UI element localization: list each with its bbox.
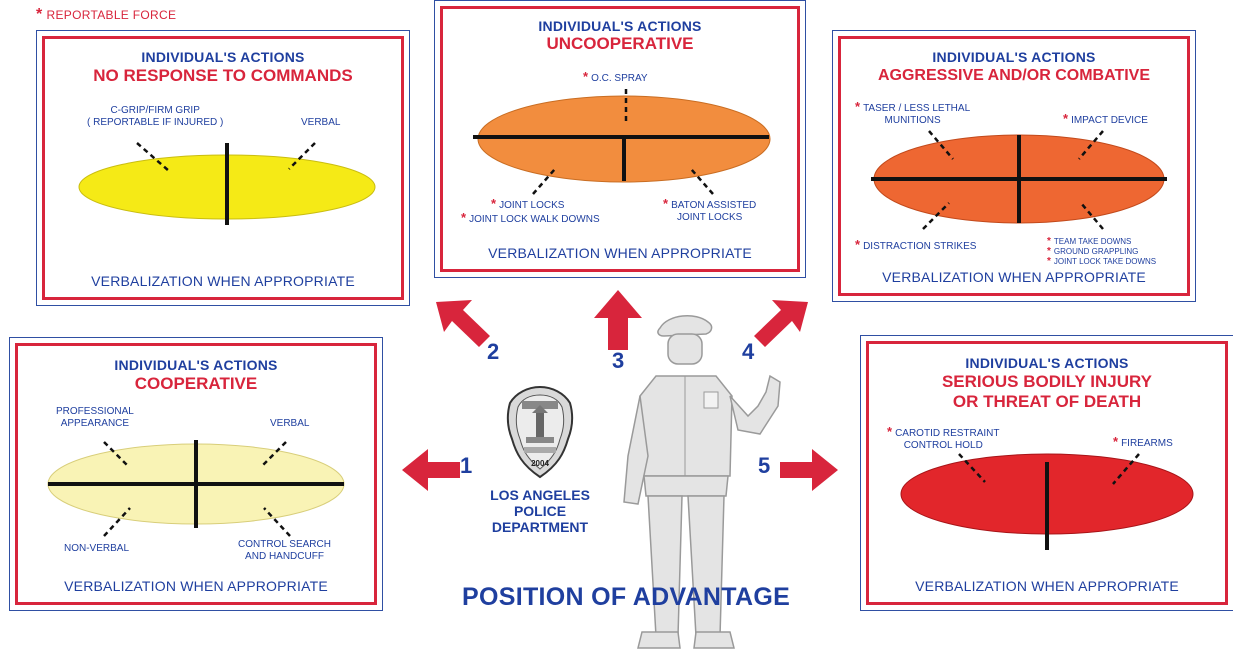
label-text: GROUND GRAPPLING	[1054, 247, 1138, 256]
reportable-force-legend: * REPORTABLE FORCE	[36, 8, 176, 22]
reportable-asterisk-icon: *	[1113, 434, 1118, 449]
force-options-ellipse	[45, 39, 407, 303]
label-non-verbal: NON-VERBAL	[64, 543, 129, 555]
force-options-ellipse	[443, 9, 803, 275]
label-impact-device: *IMPACT DEVICE	[1063, 113, 1148, 127]
label-joint-locks: *JOINT LOCKS *JOINT LOCK WALK DOWNS	[461, 198, 600, 226]
panel-uncooperative: INDIVIDUAL'S ACTIONS UNCOOPERATIVE *O.C.…	[434, 0, 806, 278]
arrow-number-2: 2	[487, 339, 499, 365]
panel-serious-bodily-injury: INDIVIDUAL'S ACTIONS SERIOUS BODILY INJU…	[860, 335, 1233, 611]
reportable-asterisk-icon: *	[583, 69, 588, 84]
label-line: PROFESSIONAL	[56, 406, 134, 418]
arrow-left-icon	[400, 445, 462, 495]
label-distraction-strikes: *DISTRACTION STRIKES	[855, 239, 976, 253]
label-line: MUNITIONS	[855, 115, 970, 127]
label-line: AND HANDCUFF	[238, 551, 331, 563]
reportable-asterisk-icon: *	[887, 424, 892, 439]
label-carotid-restraint: *CAROTID RESTRAINT CONTROL HOLD	[887, 426, 1000, 452]
label-line: APPEARANCE	[56, 418, 134, 430]
label-text: JOINT LOCK WALK DOWNS	[469, 214, 600, 225]
department-line: DEPARTMENT	[474, 519, 606, 535]
reportable-asterisk-icon: *	[855, 237, 860, 252]
panel-footer: VERBALIZATION WHEN APPROPRIATE	[443, 245, 797, 261]
panel-footer: VERBALIZATION WHEN APPROPRIATE	[841, 269, 1187, 285]
label-text: TASER / LESS LETHAL	[863, 103, 970, 114]
reportable-asterisk-icon: *	[855, 99, 860, 114]
arrow-number-1: 1	[460, 453, 472, 479]
reportable-asterisk-icon: *	[1063, 111, 1068, 126]
label-text: JOINT LOCK TAKE DOWNS	[1054, 257, 1156, 266]
label-text: O.C. SPRAY	[591, 73, 648, 84]
label-line: JOINT LOCKS	[663, 212, 756, 224]
label-control-search: CONTROL SEARCH AND HANDCUFF	[238, 539, 331, 563]
label-text: JOINT LOCKS	[499, 200, 564, 211]
panel-footer: VERBALIZATION WHEN APPROPRIATE	[45, 273, 401, 289]
label-text: FIREARMS	[1121, 438, 1173, 449]
label-text: TEAM TAKE DOWNS	[1054, 237, 1132, 246]
label-line: CONTROL HOLD	[887, 440, 1000, 452]
label-line: C-GRIP/FIRM GRIP	[87, 105, 223, 117]
label-text: BATON ASSISTED	[671, 200, 756, 211]
label-professional-appearance: PROFESSIONAL APPEARANCE	[56, 406, 134, 430]
label-text: IMPACT DEVICE	[1071, 115, 1148, 126]
panel-frame: INDIVIDUAL'S ACTIONS UNCOOPERATIVE *O.C.…	[440, 6, 800, 272]
panel-frame: INDIVIDUAL'S ACTIONS COOPERATIVE PROFESS…	[15, 343, 377, 605]
position-of-advantage-title: POSITION OF ADVANTAGE	[462, 583, 790, 612]
department-name: LOS ANGELES POLICE DEPARTMENT	[474, 487, 606, 535]
panel-frame: INDIVIDUAL'S ACTIONS AGGRESSIVE AND/OR C…	[838, 36, 1190, 296]
force-options-ellipse	[869, 344, 1231, 608]
panel-no-response: INDIVIDUAL'S ACTIONS NO RESPONSE TO COMM…	[36, 30, 410, 306]
badge-year: 2004	[520, 459, 560, 468]
label-taser: *TASER / LESS LETHAL MUNITIONS	[855, 101, 970, 127]
label-verbal: VERBAL	[301, 117, 340, 129]
panel-frame: INDIVIDUAL'S ACTIONS SERIOUS BODILY INJU…	[866, 341, 1228, 605]
label-firm-grip: C-GRIP/FIRM GRIP ( REPORTABLE IF INJURED…	[87, 105, 223, 129]
reportable-asterisk-icon: *	[461, 210, 466, 225]
label-text: DISTRACTION STRIKES	[863, 241, 976, 252]
department-line: POLICE	[474, 503, 606, 519]
asterisk-icon: *	[36, 9, 43, 21]
department-line: LOS ANGELES	[474, 487, 606, 503]
panel-footer: VERBALIZATION WHEN APPROPRIATE	[18, 578, 374, 594]
label-firearms: *FIREARMS	[1113, 436, 1173, 450]
label-line: CONTROL SEARCH	[238, 539, 331, 551]
reportable-asterisk-icon: *	[1047, 256, 1051, 267]
label-oc-spray: *O.C. SPRAY	[583, 71, 648, 85]
panel-frame: INDIVIDUAL'S ACTIONS NO RESPONSE TO COMM…	[42, 36, 404, 300]
label-take-downs: *TEAM TAKE DOWNS *GROUND GRAPPLING *JOIN…	[1047, 237, 1156, 267]
panel-aggressive: INDIVIDUAL'S ACTIONS AGGRESSIVE AND/OR C…	[832, 30, 1196, 302]
panel-footer: VERBALIZATION WHEN APPROPRIATE	[869, 578, 1225, 594]
arrow-up-left-icon	[432, 296, 494, 358]
label-baton-assisted: *BATON ASSISTED JOINT LOCKS	[663, 198, 756, 224]
label-text: CAROTID RESTRAINT	[895, 428, 999, 439]
force-options-ellipse	[18, 346, 380, 608]
label-line: ( REPORTABLE IF INJURED )	[87, 117, 223, 129]
panel-cooperative: INDIVIDUAL'S ACTIONS COOPERATIVE PROFESS…	[9, 337, 383, 611]
reportable-asterisk-icon: *	[491, 196, 496, 211]
label-verbal: VERBAL	[270, 418, 309, 430]
reportable-asterisk-icon: *	[663, 196, 668, 211]
legend-text: REPORTABLE FORCE	[47, 8, 177, 22]
